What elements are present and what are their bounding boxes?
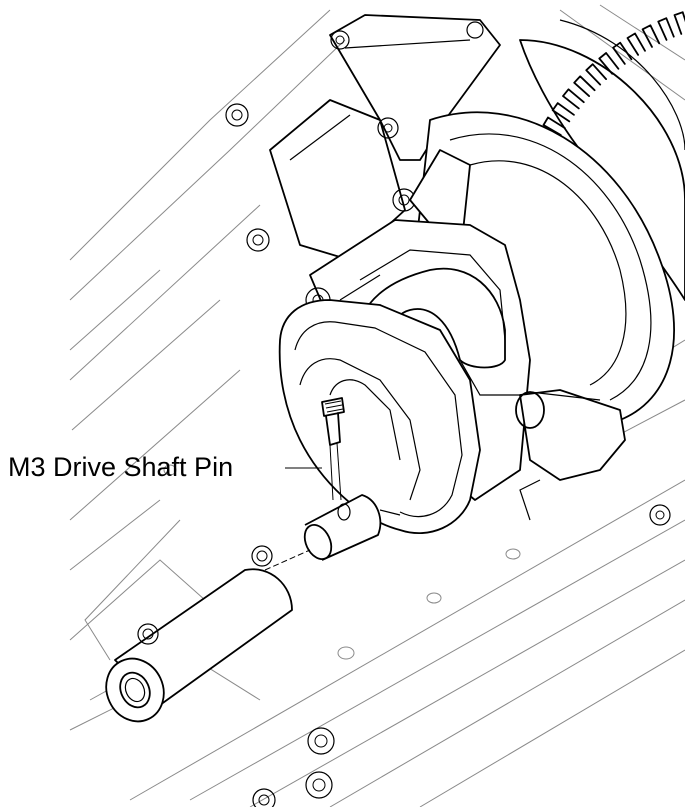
pin-callout-label: M3 Drive Shaft Pin [8, 452, 234, 482]
side-bracket [515, 389, 626, 521]
chassis-frame [69, 4, 685, 807]
motor-plate [278, 299, 481, 535]
frame-holes [163, 464, 521, 660]
drive-shaft [303, 494, 401, 561]
drive-shaft-pin [285, 397, 345, 501]
shaft-coupler [105, 545, 311, 723]
